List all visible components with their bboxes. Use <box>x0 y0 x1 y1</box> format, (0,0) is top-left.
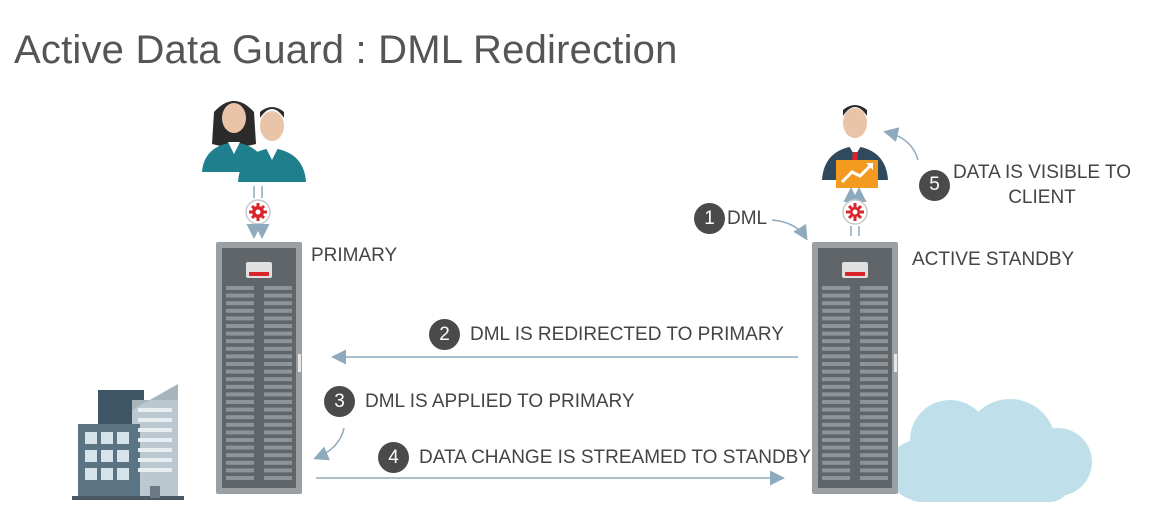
step-5: 5 DATA IS VISIBLE TO CLIENT <box>919 160 1132 210</box>
step-4: 4 DATA CHANGE IS STREAMED TO STANDBY <box>378 442 811 473</box>
step-text: DATA CHANGE IS STREAMED TO STANDBY <box>419 446 812 468</box>
step-text: DATA IS VISIBLE TO CLIENT <box>952 162 1132 208</box>
step-3: 3 DML IS APPLIED TO PRIMARY <box>324 386 635 417</box>
visible-arrow <box>883 127 919 161</box>
step-number-badge: 3 <box>324 386 355 417</box>
cloud-icon <box>888 399 1092 502</box>
step-2: 2 DML IS REDIRECTED TO PRIMARY <box>429 319 784 350</box>
primary-server-rack-icon <box>216 242 302 494</box>
standby-server-rack-icon <box>812 242 898 494</box>
dml-arrow <box>771 219 808 241</box>
step-number-badge: 1 <box>694 203 725 234</box>
page-title: Active Data Guard : DML Redirection <box>14 28 678 72</box>
chart-icon <box>836 160 878 188</box>
gear-icon <box>245 186 271 239</box>
standby-label: ACTIVE STANDBY <box>912 249 1075 270</box>
gear-icon <box>842 187 868 236</box>
step-number-badge: 2 <box>429 319 460 350</box>
primary-label: PRIMARY <box>311 245 398 266</box>
step-number-badge: 4 <box>378 442 409 473</box>
step-1: 1 DML <box>694 203 767 234</box>
step-text: DML IS APPLIED TO PRIMARY <box>365 390 635 412</box>
users-icon <box>202 101 306 182</box>
step-number-badge: 5 <box>919 169 950 201</box>
apply-arrow <box>313 427 345 461</box>
step-text: DML <box>727 207 768 229</box>
step-text: DML IS REDIRECTED TO PRIMARY <box>470 323 784 345</box>
office-building-icon <box>72 384 184 500</box>
